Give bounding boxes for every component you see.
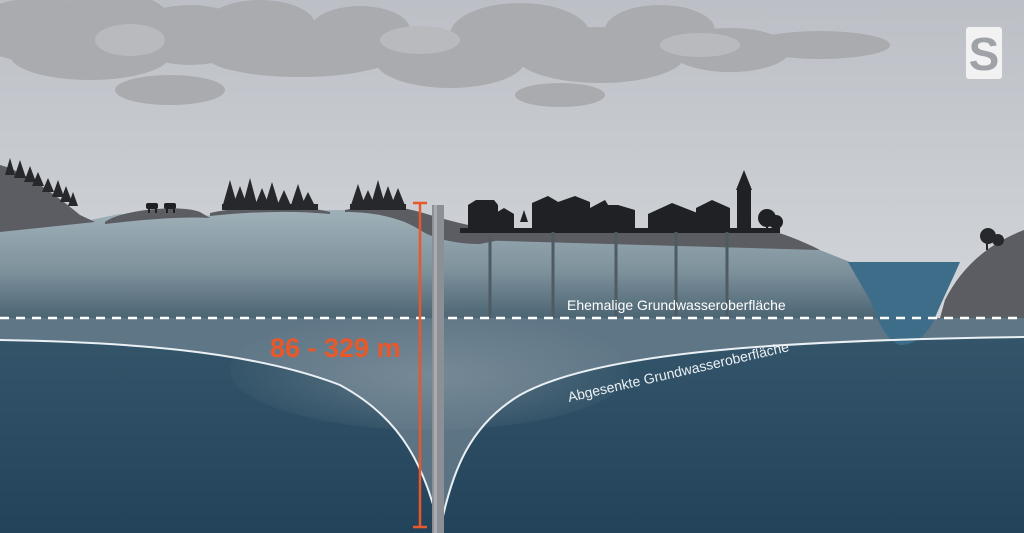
lowered-groundwater-curve-right: [439, 336, 1024, 531]
spiegel-logo: S: [966, 27, 1002, 80]
cows: [146, 203, 176, 213]
ridge-1: [105, 208, 210, 224]
village: [460, 170, 783, 233]
left-hill: [0, 165, 95, 232]
well-pipe: [432, 205, 444, 533]
former-groundwater-label: Ehemalige Grundwasseroberfläche: [567, 297, 786, 313]
lake: [848, 262, 960, 345]
tree-right-hill: [980, 228, 1004, 250]
clouds: [0, 0, 890, 107]
trees-left: [5, 158, 78, 206]
right-hill: [940, 230, 1024, 318]
logo-letter: S: [969, 28, 1000, 80]
foundation-piles: [488, 232, 729, 318]
depth-marker: [413, 201, 427, 529]
village-ground: [470, 228, 820, 250]
forest-right: [350, 180, 406, 210]
depth-label: 86 - 329 m: [270, 333, 401, 363]
forest-middle: [222, 178, 318, 210]
